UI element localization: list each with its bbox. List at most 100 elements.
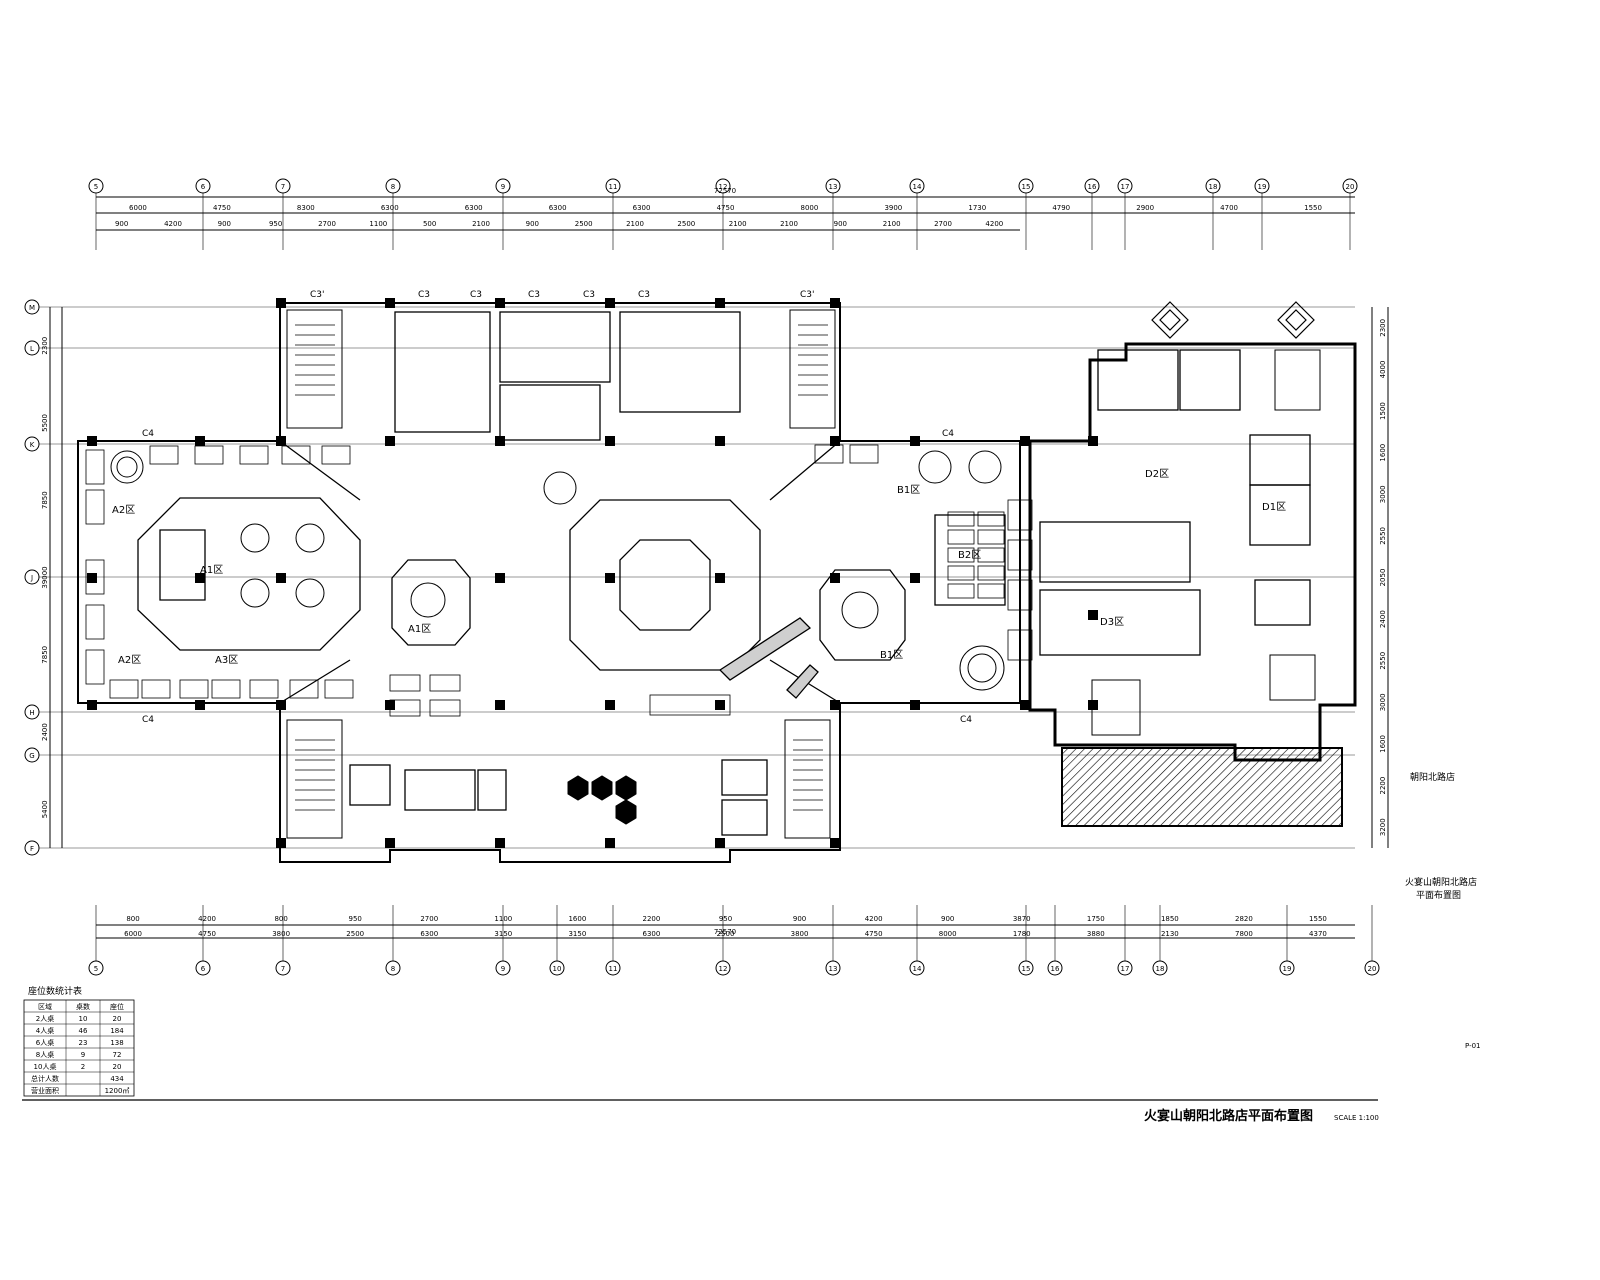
- seat-table-cell: 72: [113, 1051, 122, 1059]
- dimension-text: 800: [126, 915, 139, 923]
- axis-label-top: 19: [1258, 183, 1267, 191]
- dimension-text: 2500: [575, 220, 593, 228]
- dimension-text: 900: [115, 220, 128, 228]
- dimension-text-vertical: 2050: [1379, 569, 1387, 587]
- axis-label-top: 14: [913, 183, 922, 191]
- dimension-text: 8000: [801, 204, 819, 212]
- axis-label-top: 8: [391, 183, 395, 191]
- zone-label-b2: B2区: [958, 549, 981, 561]
- dimension-text: 7800: [1235, 930, 1253, 938]
- dimension-text: 3800: [272, 930, 290, 938]
- axis-label-top: 5: [94, 183, 98, 191]
- dimension-text: 1550: [1309, 915, 1327, 923]
- dimension-text-vertical: 3000: [1379, 693, 1387, 711]
- dimension-text: 6300: [633, 204, 651, 212]
- dimension-text: 1100: [494, 915, 512, 923]
- seat-table-header: 座位: [110, 1002, 124, 1011]
- dimension-text: 500: [423, 220, 436, 228]
- seat-table-cell: 8人桌: [36, 1050, 54, 1059]
- dimension-text: 4750: [717, 204, 735, 212]
- side-title-line2: 平面布置图: [1416, 889, 1461, 901]
- total-dimension-top: 72570: [714, 187, 736, 195]
- zone-label-a1-center: A1区: [408, 623, 431, 635]
- col-label-c3-6: C3: [638, 290, 650, 300]
- zone-label-b1b: B1区: [880, 649, 903, 661]
- dimension-text-vertical: 5500: [41, 414, 49, 432]
- seat-table-cell: 营业面积: [31, 1086, 59, 1095]
- axis-label-bottom: 13: [829, 965, 838, 973]
- dimension-text-vertical: 2300: [1379, 319, 1387, 337]
- axis-label-bottom: 17: [1121, 965, 1130, 973]
- seat-table-cell: 138: [110, 1039, 123, 1047]
- zone-label-a2b: A2区: [118, 654, 141, 666]
- zone-label-d2: D2区: [1145, 468, 1169, 480]
- zone-label-a1: A1区: [200, 564, 223, 576]
- seat-table-cell: 1200㎡: [105, 1087, 130, 1095]
- dimension-text: 950: [719, 915, 732, 923]
- dimension-text: 3800: [791, 930, 809, 938]
- drawing-scale: SCALE 1:100: [1334, 1114, 1379, 1122]
- axis-label-top: 7: [281, 183, 285, 191]
- seat-table-title: 座位数统计表: [28, 985, 82, 997]
- seat-table-cell: 23: [79, 1039, 88, 1047]
- col-label-c4-nw: C4: [142, 429, 154, 439]
- zone-label-a2: A2区: [112, 504, 135, 516]
- axis-label-left: L: [30, 345, 34, 353]
- dimension-text: 2700: [420, 915, 438, 923]
- zone-label-a3: A3区: [215, 654, 238, 666]
- dimension-text: 6300: [465, 204, 483, 212]
- dimension-text: 4370: [1309, 930, 1327, 938]
- col-label-c4-ne: C4: [942, 429, 954, 439]
- dimension-text: 2700: [318, 220, 336, 228]
- axis-label-bottom: 10: [553, 965, 562, 973]
- dimension-text: 4200: [865, 915, 883, 923]
- dimension-text-vertical: 2400: [1379, 610, 1387, 628]
- seat-table-cell: 总计人数: [31, 1074, 59, 1083]
- dimension-text: 2100: [626, 220, 644, 228]
- dimension-text-vertical: 1500: [1379, 402, 1387, 420]
- dimension-text: 6300: [381, 204, 399, 212]
- dimension-text: 4750: [865, 930, 883, 938]
- dimension-text: 950: [349, 915, 362, 923]
- dimension-text: 2100: [883, 220, 901, 228]
- dimension-text-vertical: 2200: [1379, 777, 1387, 795]
- axis-label-bottom: 11: [609, 965, 618, 973]
- axis-label-top: 11: [609, 183, 618, 191]
- dimension-text: 4200: [198, 915, 216, 923]
- dimension-text: 3900: [884, 204, 902, 212]
- dimension-text: 1730: [968, 204, 986, 212]
- dimension-text: 900: [941, 915, 954, 923]
- dimension-text: 1850: [1161, 915, 1179, 923]
- drawing-title: 火宴山朝阳北路店平面布置图: [1144, 1108, 1313, 1124]
- seat-table-cell: 20: [113, 1015, 122, 1023]
- col-label-c3-1: C3': [310, 290, 324, 300]
- seat-table-cell: 434: [110, 1075, 124, 1083]
- dimension-text: 2200: [643, 915, 661, 923]
- dimension-text: 900: [218, 220, 231, 228]
- dimension-text: 6000: [129, 204, 147, 212]
- col-label-c3-4: C3: [528, 290, 540, 300]
- dimension-text: 4790: [1052, 204, 1070, 212]
- dimension-text-vertical: 7850: [41, 491, 49, 509]
- dimension-text-vertical: 4000: [1379, 361, 1387, 379]
- dimension-text: 1550: [1304, 204, 1322, 212]
- axis-label-bottom: 18: [1156, 965, 1165, 973]
- axis-label-bottom: 8: [391, 965, 395, 973]
- seat-table-header: 桌数: [76, 1002, 90, 1011]
- seat-table-cell: 6人桌: [36, 1038, 54, 1047]
- dimension-text: 1600: [568, 915, 586, 923]
- dimension-text: 3150: [494, 930, 512, 938]
- axis-label-left: G: [29, 752, 34, 760]
- dimension-text-vertical: 1600: [1379, 735, 1387, 753]
- dimension-text-vertical: 2550: [1379, 527, 1387, 545]
- dimension-text: 950: [269, 220, 282, 228]
- dimension-text: 6300: [643, 930, 661, 938]
- col-label-c3-3: C3: [470, 290, 482, 300]
- col-label-c3-2: C3: [418, 290, 430, 300]
- dimension-text: 2900: [1136, 204, 1154, 212]
- seat-table-cell: 10人桌: [34, 1062, 57, 1071]
- dimension-text: 2100: [472, 220, 490, 228]
